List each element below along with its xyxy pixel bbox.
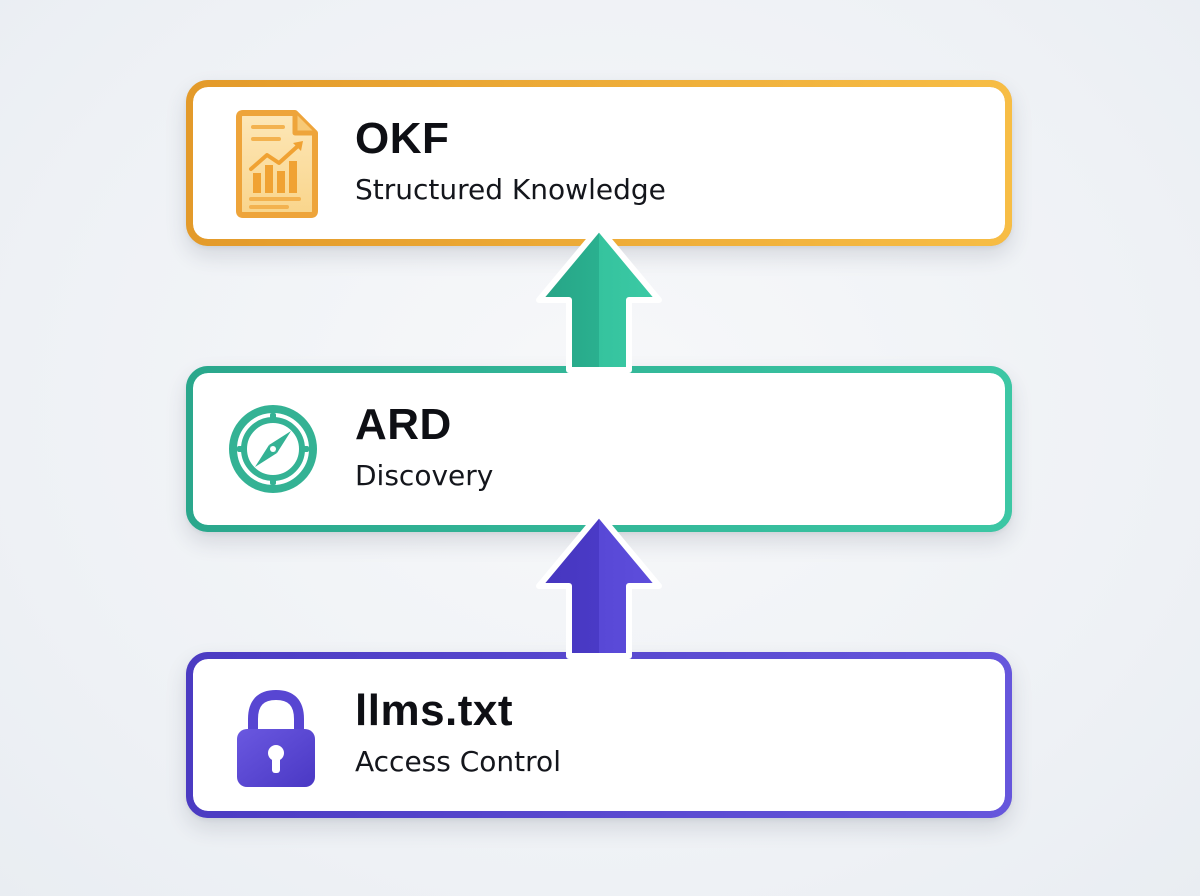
layer-title: ARD (355, 400, 452, 449)
layer-title: OKF (355, 114, 450, 163)
layer-title: llms.txt (355, 686, 514, 735)
compass-icon (223, 393, 333, 505)
arrow-up-icon (529, 508, 669, 659)
padlock-icon (223, 679, 333, 791)
layer-llms-txt: llms.txt Access Control (186, 652, 1012, 818)
layer-subtitle: Structured Knowledge (355, 173, 666, 206)
arrow-up-icon (529, 222, 669, 373)
document-chart-icon (223, 107, 333, 219)
layer-subtitle: Discovery (355, 459, 494, 492)
layer-okf: OKF Structured Knowledge (186, 80, 1012, 246)
layer-subtitle: Access Control (355, 745, 561, 778)
